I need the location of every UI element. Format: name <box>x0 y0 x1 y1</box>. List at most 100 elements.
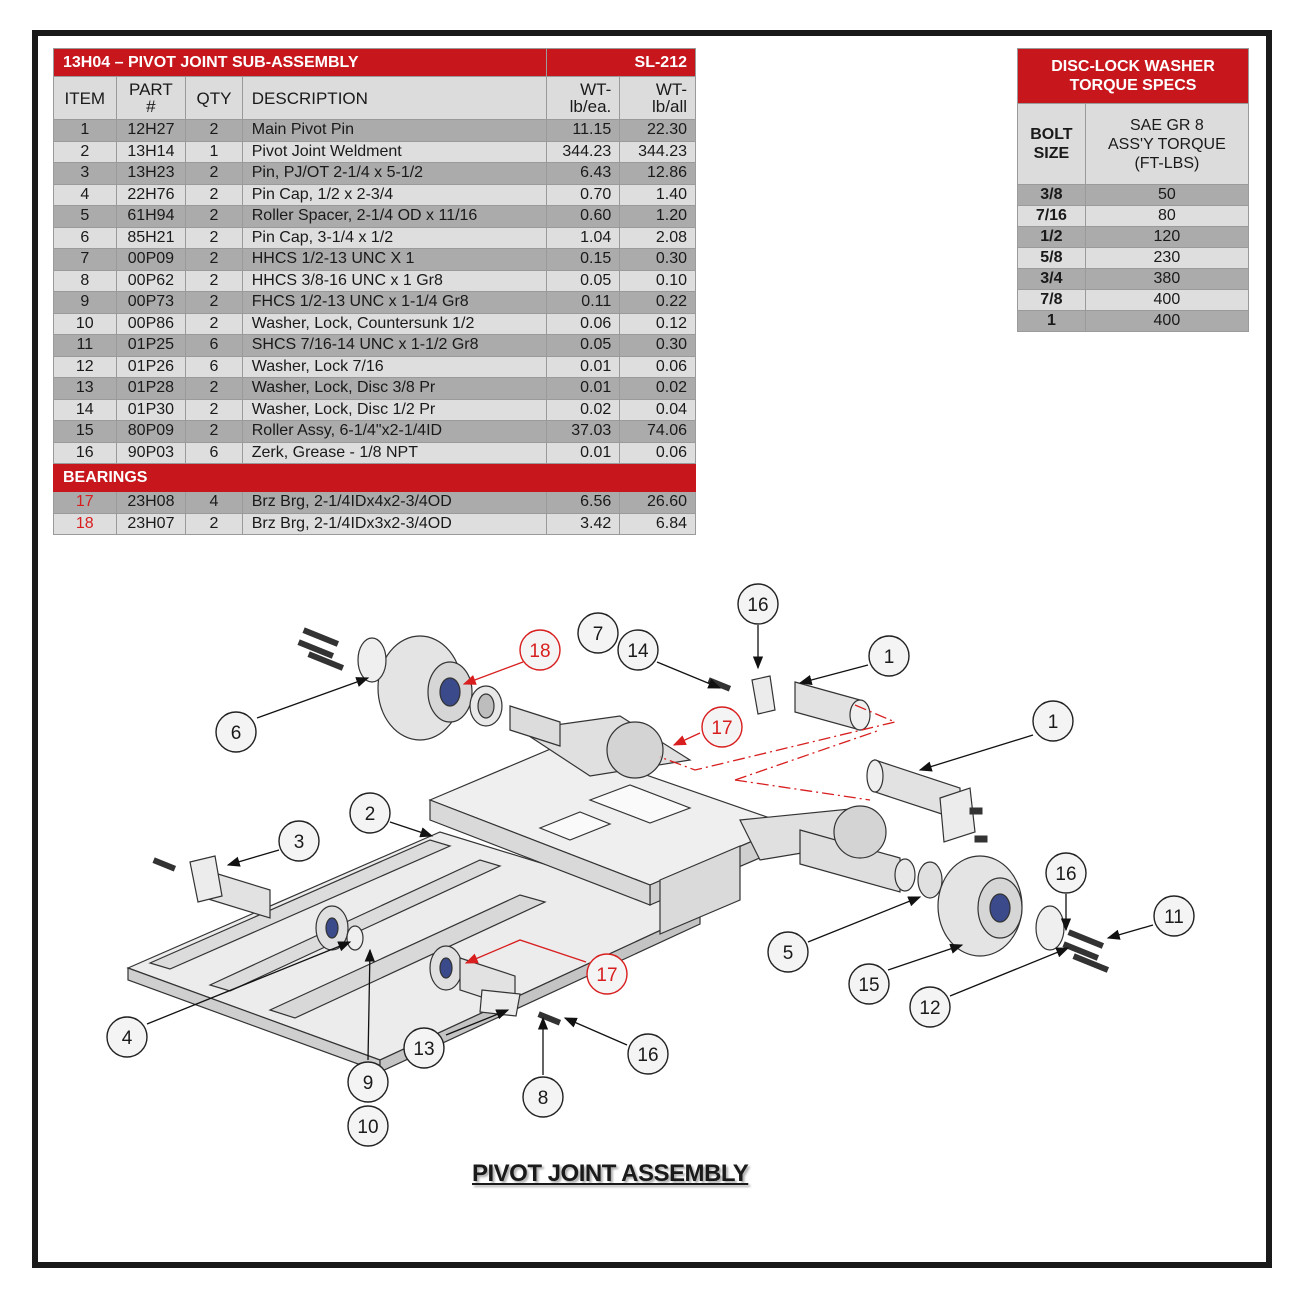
callout-10: 10 <box>347 1105 389 1147</box>
header-wt-all: WT-lb/all <box>619 76 696 120</box>
callout-label: 14 <box>627 641 649 662</box>
part-cell: 00P86 <box>115 312 187 335</box>
item-cell: 7 <box>53 248 117 271</box>
callout-16: 16 <box>1045 852 1087 894</box>
callout-circle <box>767 931 809 973</box>
bearings-title: BEARINGS <box>53 463 696 492</box>
mechanical-parts <box>189 635 1065 1017</box>
callout-17: 17 <box>586 953 628 995</box>
description-cell: Pin Cap, 3-1/4 x 1/2 <box>241 226 547 249</box>
item-cell: 8 <box>53 269 117 292</box>
part-cell: 61H94 <box>115 205 187 228</box>
parts-table: 13H04 – PIVOT JOINT SUB-ASSEMBLY SL-212 … <box>53 48 697 535</box>
wt-each-cell: 0.70 <box>545 183 621 206</box>
item-cell: 6 <box>53 226 117 249</box>
callout-circle <box>909 986 951 1028</box>
bolt-size-cell: 5/8 <box>1017 247 1086 269</box>
torque-value-cell: 120 <box>1084 226 1250 248</box>
wt-each-cell: 0.01 <box>545 377 621 400</box>
callout-18: 18 <box>519 629 561 671</box>
description-cell: Washer, Lock, Disc 3/8 Pr <box>241 377 547 400</box>
bolt-size-cell: 3/4 <box>1017 268 1086 290</box>
callout-16: 16 <box>627 1033 669 1075</box>
callout-11: 11 <box>1153 895 1195 937</box>
description-cell: Washer, Lock, Countersunk 1/2 <box>241 312 547 335</box>
part-cell: 23H07 <box>115 512 187 535</box>
callout-label: 12 <box>919 998 940 1019</box>
description-cell: Pivot Joint Weldment <box>241 140 547 163</box>
description-cell: Washer, Lock, Disc 1/2 Pr <box>241 398 547 421</box>
part-cell: 13H14 <box>115 140 187 163</box>
wt-all-cell: 2.08 <box>619 226 696 249</box>
wt-each-cell: 0.01 <box>545 355 621 378</box>
description-cell: Main Pivot Pin <box>241 119 547 142</box>
wt-all-cell: 0.04 <box>619 398 696 421</box>
item-cell: 5 <box>53 205 117 228</box>
callout-label: 8 <box>538 1088 549 1109</box>
callout-15: 15 <box>848 963 890 1005</box>
bolt-size-cell: 7/8 <box>1017 289 1086 311</box>
part-cell: 90P03 <box>115 441 187 464</box>
wt-all-cell: 1.20 <box>619 205 696 228</box>
callout-label: 11 <box>1164 907 1184 928</box>
callout-12: 12 <box>909 986 951 1028</box>
header-wt-each: WT-lb/ea. <box>545 76 621 120</box>
callout-label: 16 <box>1055 864 1076 885</box>
item-cell: 16 <box>53 441 117 464</box>
wt-each-cell: 344.23 <box>545 140 621 163</box>
torque-value-cell: 380 <box>1084 268 1250 290</box>
callout-label: 16 <box>637 1045 658 1066</box>
wt-each-cell: 11.15 <box>545 119 621 142</box>
description-cell: SHCS 7/16-14 UNC x 1-1/2 Gr8 <box>241 334 547 357</box>
description-cell: Roller Assy, 6-1/4"x2-1/4ID <box>241 420 547 443</box>
bolt-size-cell: 1/2 <box>1017 226 1086 248</box>
callout-7: 7 <box>577 612 619 654</box>
callout-circle <box>701 706 743 748</box>
callout-circle <box>1045 852 1087 894</box>
wt-all-cell: 0.30 <box>619 334 696 357</box>
callout-label: 17 <box>711 718 732 739</box>
qty-cell: 6 <box>185 334 243 357</box>
callout-circle <box>215 711 257 753</box>
item-cell: 4 <box>53 183 117 206</box>
callout-label: 1 <box>884 647 895 668</box>
callout-label: 13 <box>413 1039 434 1060</box>
header-qty: QTY <box>185 76 243 120</box>
part-cell: 22H76 <box>115 183 187 206</box>
qty-cell: 2 <box>185 226 243 249</box>
callout-label: 1 <box>1048 712 1059 733</box>
qty-cell: 2 <box>185 119 243 142</box>
callout-label: 16 <box>747 595 768 616</box>
callout-13: 13 <box>403 1027 445 1069</box>
wt-each-cell: 0.15 <box>545 248 621 271</box>
callout-9: 9 <box>347 1061 389 1103</box>
item-cell: 1 <box>53 119 117 142</box>
callout-circle <box>586 953 628 995</box>
leader-lines <box>146 625 1154 1075</box>
header-item: ITEM <box>53 76 117 120</box>
callout-circle <box>627 1033 669 1075</box>
bearings-title-row: BEARINGS <box>53 463 696 492</box>
callout-circle <box>868 635 910 677</box>
wt-each-cell: 0.11 <box>545 291 621 314</box>
bolt-size-cell: 3/8 <box>1017 184 1086 206</box>
part-cell: 01P26 <box>115 355 187 378</box>
weldment-frame <box>126 715 881 1073</box>
callout-label: 2 <box>365 804 376 825</box>
description-cell: Brz Brg, 2-1/4IDx4x2-3/4OD <box>241 491 547 514</box>
callout-circle <box>522 1076 564 1118</box>
